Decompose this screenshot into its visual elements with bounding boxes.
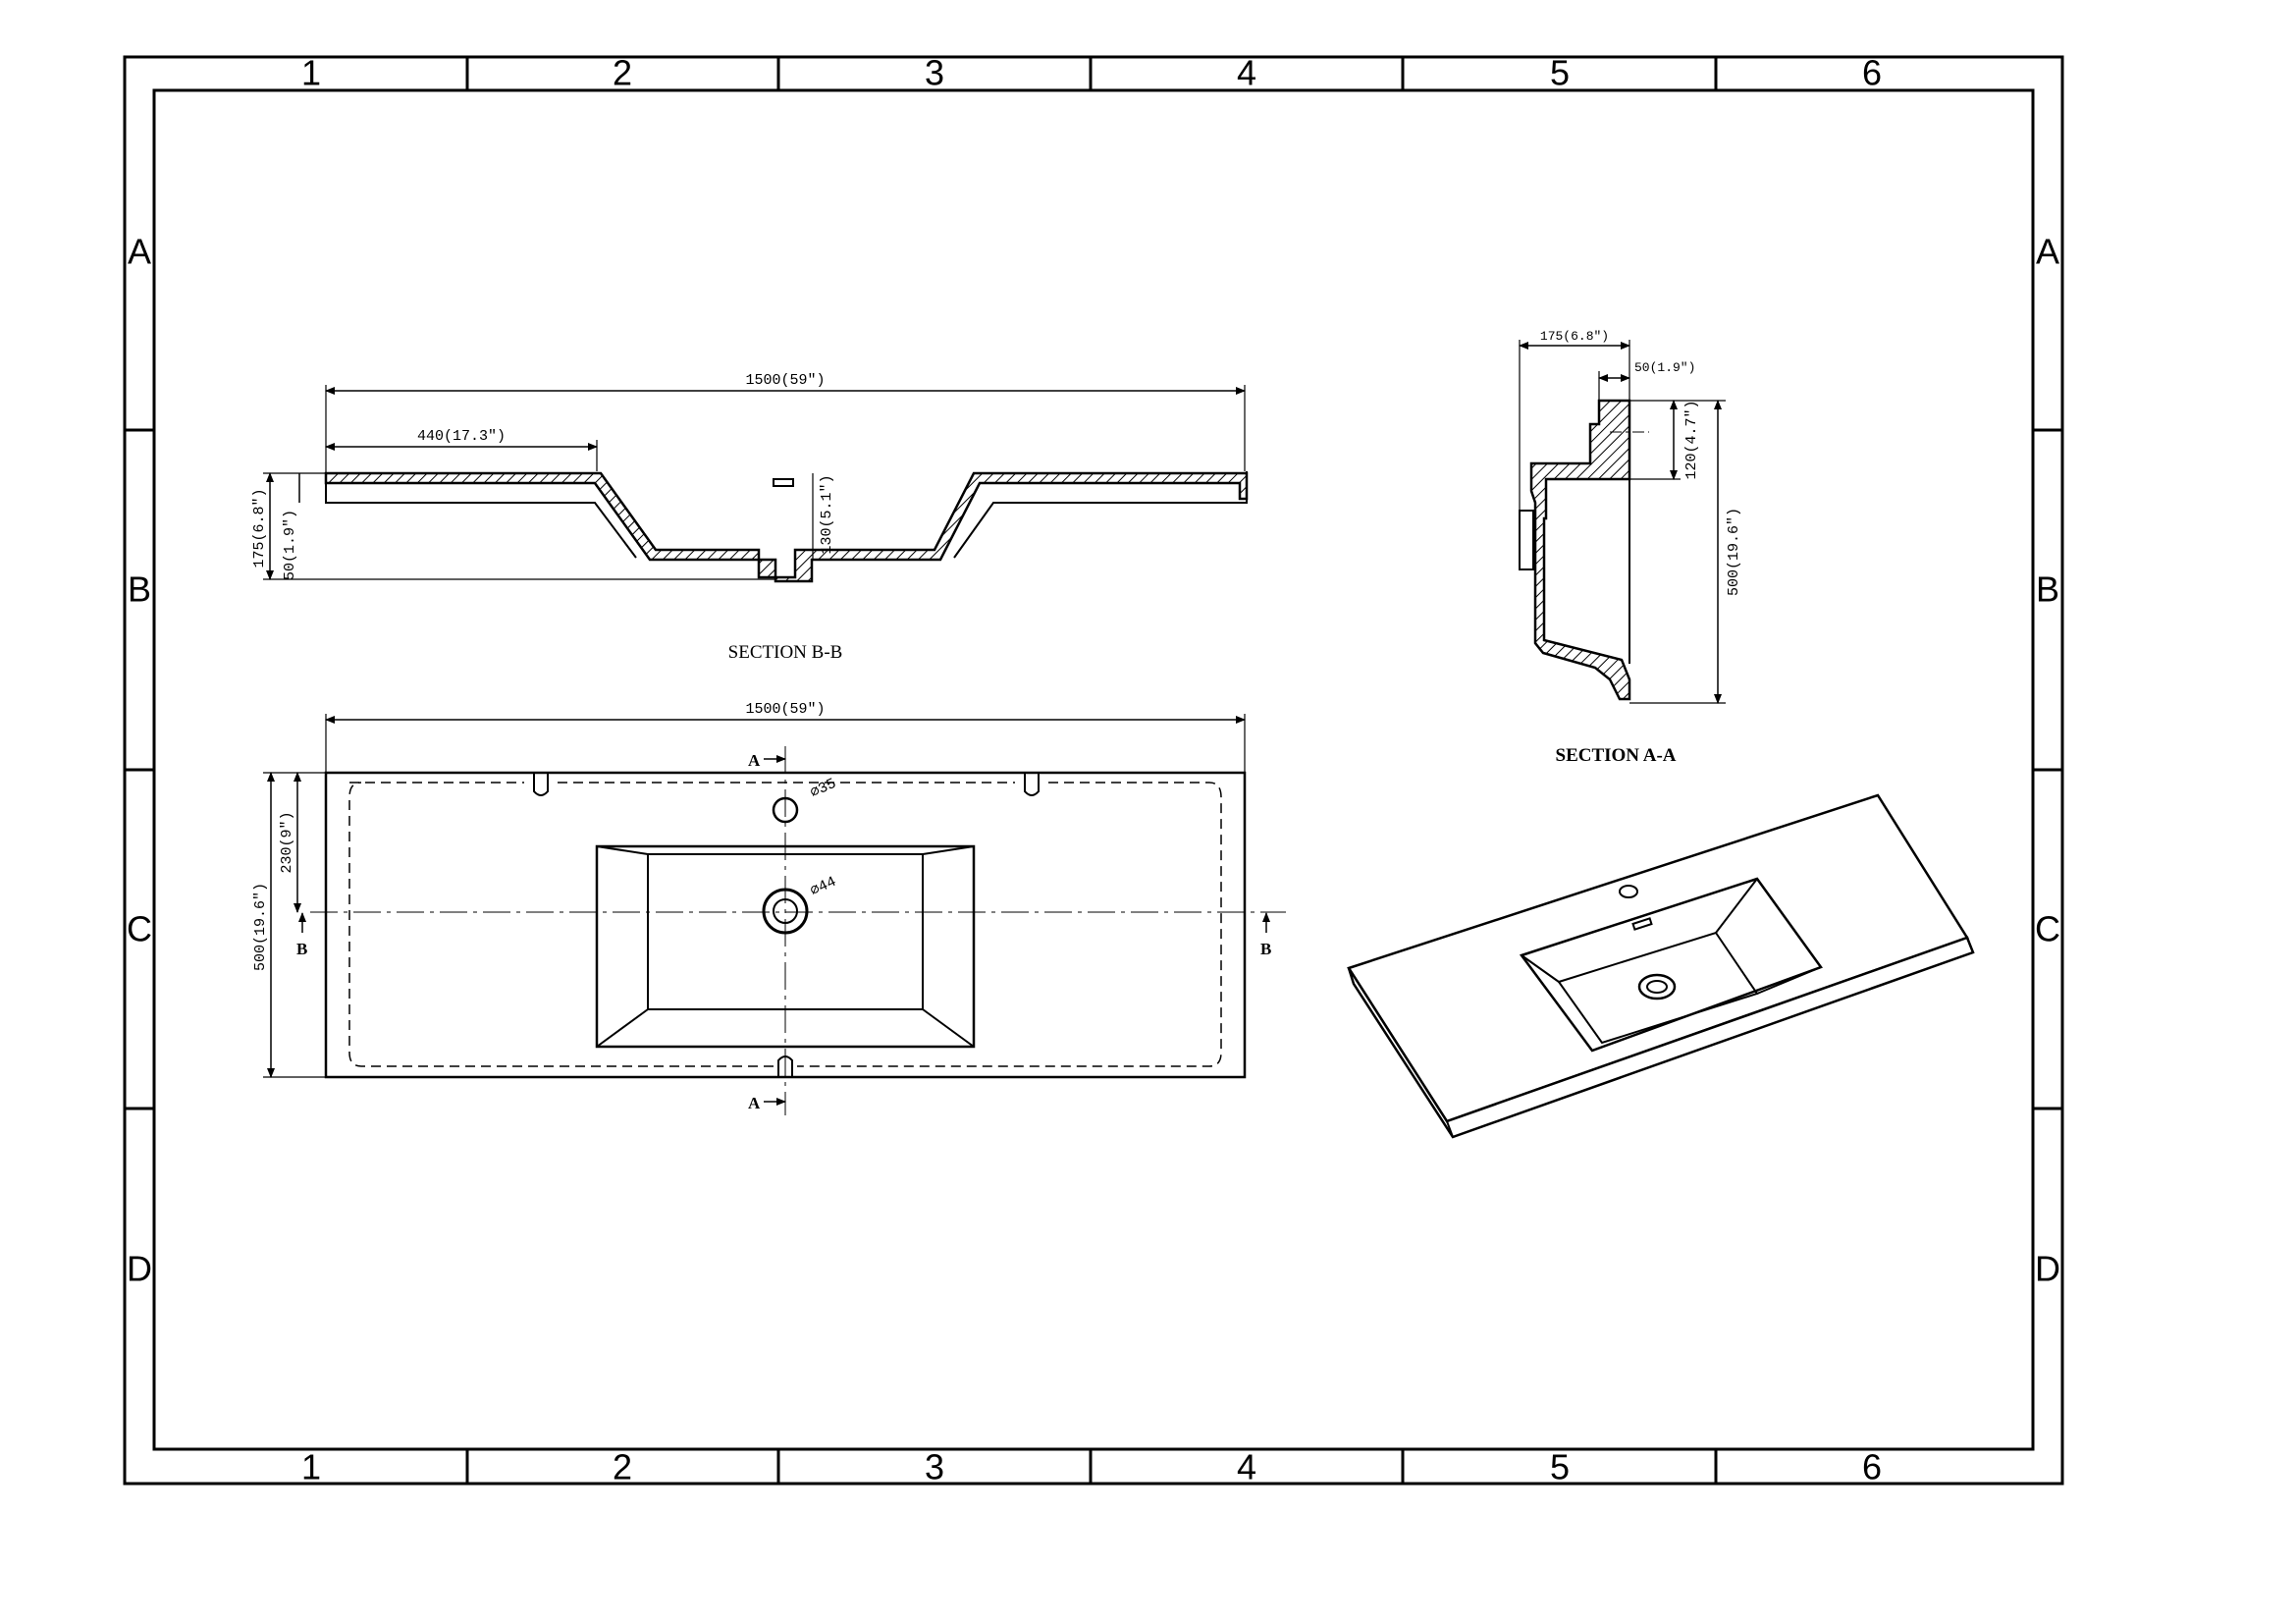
cut-label-a-top: A — [748, 751, 761, 770]
zone-row-left-c: C — [127, 909, 152, 949]
iso-tap-hole — [1619, 885, 1638, 898]
dim-text-offset: 440(17.3") — [417, 428, 506, 445]
isometric-view — [1347, 793, 1975, 1139]
zone-row-right-c: C — [2035, 909, 2060, 949]
notch-left — [533, 773, 549, 796]
zone-col-bottom-6: 6 — [1862, 1447, 1882, 1488]
basin-slope — [596, 1008, 649, 1048]
vanity-inner-edge — [348, 782, 1222, 1067]
dim-text-center: 230(9") — [279, 811, 295, 873]
zone-col-top-2: 2 — [613, 53, 632, 93]
zone-row-right-b: B — [2036, 569, 2059, 610]
dim-text-length-bb: 1500(59") — [745, 372, 825, 389]
zone-col-bottom-2: 2 — [613, 1447, 632, 1488]
drawing-frame: 1 2 3 4 5 6 1 2 3 4 5 6 A B C D A B C D — [123, 53, 2064, 1488]
section-aa-rear-block — [1519, 510, 1534, 570]
section-bb-underside — [325, 483, 637, 559]
zone-row-left-d: D — [127, 1249, 152, 1289]
drain-hole-label: ⌀44 — [808, 874, 839, 900]
zone-col-bottom-5: 5 — [1550, 1447, 1570, 1488]
basin-slope — [922, 1008, 975, 1048]
dim-text-height-bb: 175(6.8") — [251, 488, 268, 568]
dim-text-height-aa: 175(6.8") — [1540, 329, 1609, 344]
section-bb-profile — [324, 471, 1249, 583]
section-aa-caption: SECTION A-A — [1556, 745, 1677, 766]
zone-col-top-3: 3 — [925, 53, 944, 93]
section-aa-view: 175(6.8") 50(1.9") 120(4.7") 500(19.6") … — [1519, 329, 1742, 766]
zone-row-right-a: A — [2036, 232, 2059, 272]
dim-text-rim-bb: 50(1.9") — [282, 510, 298, 580]
outer-border — [123, 55, 2064, 1486]
basin-slope — [922, 845, 975, 855]
dim-text-length-plan: 1500(59") — [745, 701, 825, 718]
dim-text-rim-aa: 50(1.9") — [1634, 360, 1695, 375]
tap-hole-label: ⌀35 — [808, 776, 839, 802]
dim-text-width-plan: 500(19.6") — [252, 883, 269, 971]
iso-basin-slope — [1521, 954, 1560, 983]
zone-col-bottom-3: 3 — [925, 1447, 944, 1488]
dim-text-back: 120(4.7") — [1683, 400, 1700, 479]
zone-col-top-5: 5 — [1550, 53, 1570, 93]
cut-label-b-right: B — [1260, 940, 1271, 958]
zone-ticks — [125, 57, 2062, 1484]
zone-row-right-d: D — [2035, 1249, 2060, 1289]
iso-overflow — [1631, 917, 1653, 931]
inner-border — [152, 88, 2035, 1451]
iso-basin-slope — [1756, 966, 1822, 995]
iso-edge — [1446, 1120, 1454, 1138]
dim-text-width-aa: 500(19.6") — [1726, 508, 1742, 596]
section-aa-profile — [1529, 399, 1631, 701]
zone-row-left-a: A — [128, 232, 151, 272]
zone-row-left-b: B — [128, 569, 151, 610]
zone-col-top-1: 1 — [301, 53, 321, 93]
zone-col-bottom-4: 4 — [1237, 1447, 1256, 1488]
section-bb-caption: SECTION B-B — [728, 642, 843, 663]
plan-view: ⌀35 ⌀44 A A B B 1500(59") 500(19.6") 230… — [252, 701, 1286, 1115]
basin-slope — [596, 845, 649, 855]
cut-label-a-bottom: A — [748, 1094, 761, 1112]
iso-drain-outer — [1637, 973, 1677, 1001]
iso-drain-inner — [1646, 980, 1668, 994]
overflow-slot — [773, 478, 794, 487]
dim-text-depth: 130(5.1") — [819, 474, 835, 554]
section-bb-underside-right — [953, 471, 1248, 559]
zone-col-bottom-1: 1 — [301, 1447, 321, 1488]
cut-label-b-left: B — [296, 940, 307, 958]
section-bb-view: 1500(59") 440(17.3") 175(6.8") 50(1.9") … — [251, 372, 1249, 663]
zone-col-top-4: 4 — [1237, 53, 1256, 93]
iso-basin-slope — [1715, 878, 1758, 934]
zone-col-top-6: 6 — [1862, 53, 1882, 93]
notch-right — [1024, 773, 1040, 796]
